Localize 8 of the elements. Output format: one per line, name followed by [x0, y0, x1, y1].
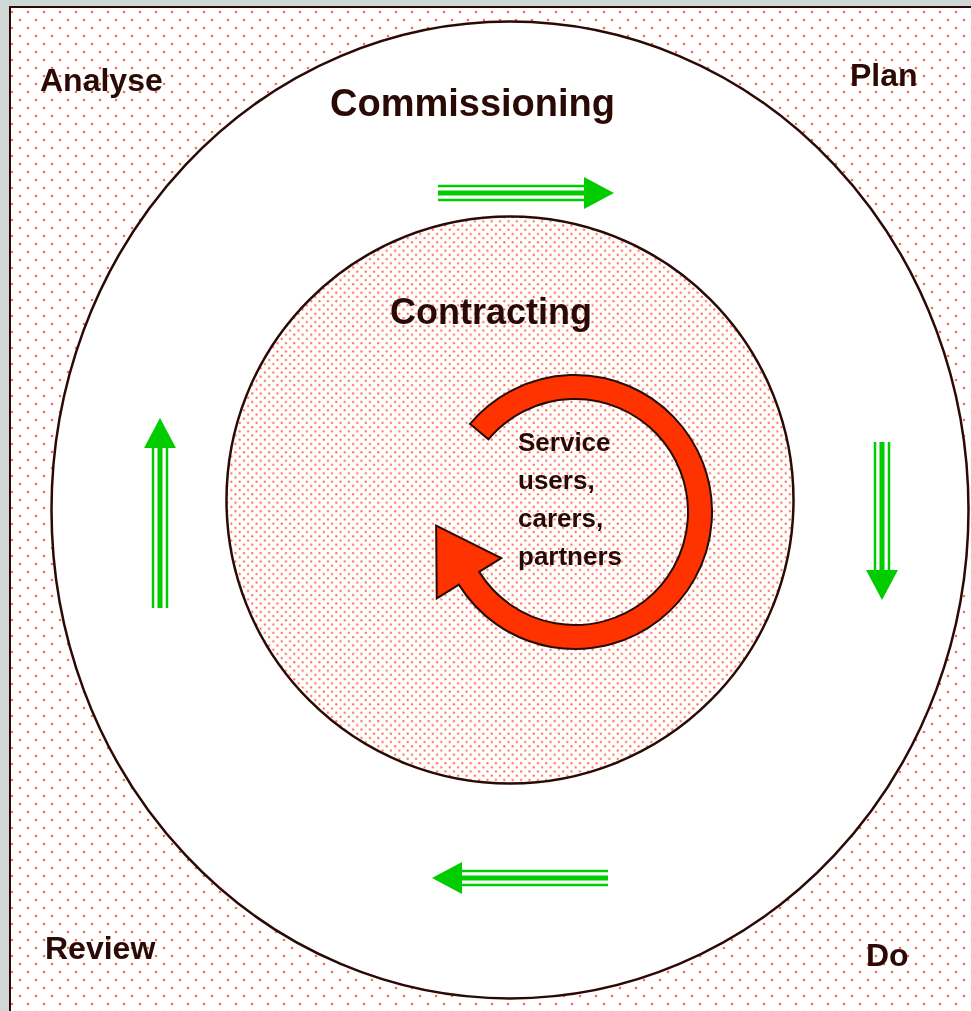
commissioning-heading: Commissioning — [330, 82, 616, 125]
contracting-heading: Contracting — [390, 291, 592, 333]
contracting-circle — [225, 215, 795, 785]
stage-label: Do — [866, 937, 909, 974]
stage-label: Analyse — [40, 62, 163, 99]
stage-label: Review — [45, 930, 156, 967]
stakeholders-text: Service users, carers, partners — [518, 426, 624, 573]
stage-label: Plan — [850, 57, 918, 94]
